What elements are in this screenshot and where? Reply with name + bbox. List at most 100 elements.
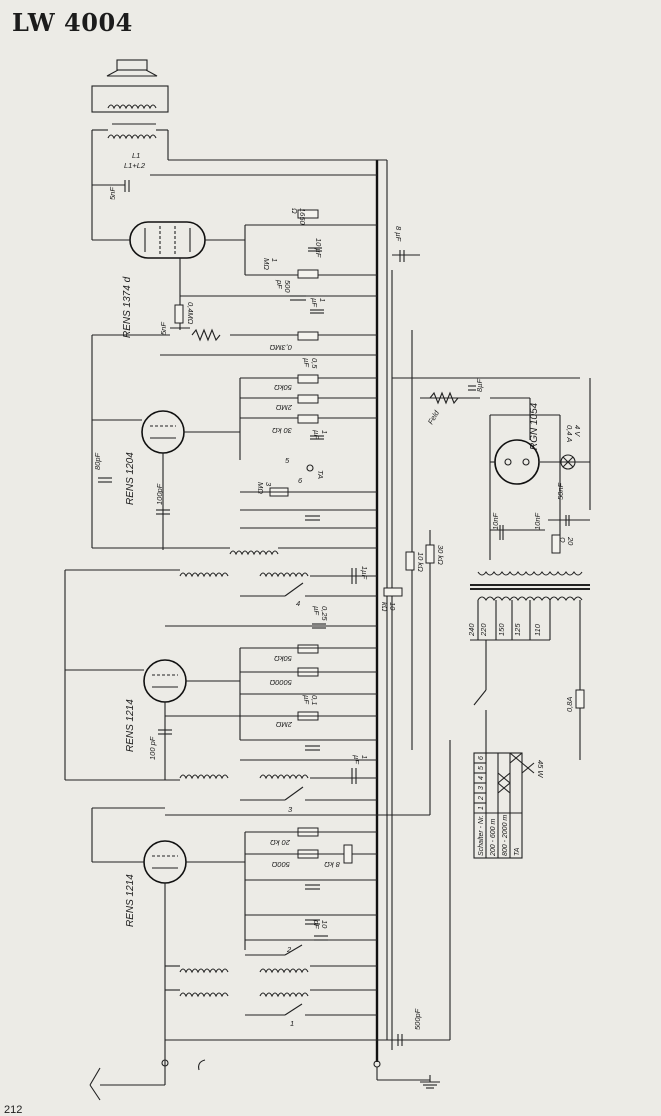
schematic-line [259, 992, 309, 997]
schematic-line [429, 391, 459, 405]
schematic-line [179, 774, 229, 779]
schematic-line: 0,5 [310, 358, 319, 369]
schematic-line [284, 786, 304, 801]
label-components-r_1M_a: 1MΩ [262, 258, 279, 270]
label-components-c_1uF_b: 1µF [312, 430, 329, 439]
label-components-c_500pF_b: 500pF [413, 1008, 422, 1030]
schematic-line [497, 752, 535, 794]
label-components-sw_5: 5 [285, 456, 290, 465]
schematic-line [179, 992, 229, 997]
schematic-line: 4 V [573, 425, 582, 437]
label-components-c_10nF_b: 10nF [533, 512, 542, 530]
label-components-c_1uF_c: 1µF [360, 566, 369, 579]
schematic-line [297, 269, 319, 279]
label-components-r_10k_b: 10 kΩ [416, 552, 425, 572]
label-components-pilot: 4 V0,4 A [565, 425, 582, 442]
label-components-c_8uF_top: 8 µF [394, 226, 403, 242]
tube-rens1214-mid [143, 659, 187, 703]
schematic-line [259, 774, 309, 779]
schematic-line [116, 59, 148, 71]
schematic-line [174, 304, 184, 324]
schematic-line [107, 134, 157, 139]
pilot-lamp-icon [560, 454, 576, 470]
schematic-line [477, 596, 583, 601]
schematic-line [306, 464, 314, 472]
schematic-line: 20 [566, 536, 575, 546]
schematic-line [284, 944, 303, 956]
label-components-r_20: 20Ω [558, 536, 575, 546]
schematic-line [473, 689, 487, 706]
schematic-line [562, 456, 574, 468]
switch-mark [509, 752, 523, 764]
schematic-line [297, 414, 319, 424]
label-switch_table-rows-1-label: 800 - 2000 m [502, 815, 509, 856]
label-components-c_100pF_b: 100 pF [148, 736, 157, 760]
label-components-r_04M: 0,4MΩ [186, 302, 195, 325]
schematic-line [106, 69, 158, 77]
label-components-r_1650: 1650Ω [290, 208, 307, 226]
schematic-line: pF [312, 919, 321, 929]
label-components-c_1uF_a: 1µF [310, 298, 327, 307]
label-components-r_3M: 3MΩ [256, 482, 273, 494]
label-components-r_50k_a: 50kΩ [274, 383, 292, 392]
label-components-sw_1: 1 [290, 1019, 294, 1028]
schematic-line: µF [352, 755, 361, 764]
schematic-line [405, 551, 415, 571]
schematic-line [259, 572, 309, 577]
switch-mark [497, 782, 511, 794]
label-switch_table-cols-4: 5 [478, 766, 485, 770]
label-components-c_5nF_mid: 5nF [159, 322, 168, 335]
schematic-line: 1 [318, 298, 327, 302]
model-title: LW 4004 [12, 8, 133, 37]
label-switch_table-cols-5: 6 [478, 756, 485, 760]
label-components-c_1uF_d: 1µF [352, 755, 369, 764]
schematic-line [107, 104, 157, 109]
schematic-line: 3 [264, 482, 273, 487]
label-switch_table-header: Schalter - Nr. [478, 815, 485, 856]
label-components-c_01uF: 0,1µF [302, 695, 319, 705]
label-tubes-4: RGN 1054 [529, 402, 540, 450]
label-components-c_80pF: 80pF [93, 452, 102, 470]
schematic-line [551, 534, 561, 554]
schematic-line [191, 328, 221, 342]
label-components-r_500: 500Ω [271, 860, 290, 869]
label-switch_table-cols-3: 4 [478, 776, 485, 780]
label-components-r_03M: 0,3MΩ [269, 343, 292, 352]
schematic-line: 0,1 [310, 695, 319, 705]
label-components-r_50k_b: 50kΩ [274, 654, 292, 663]
label-components-r_2M_a: 2MΩ [276, 403, 293, 412]
page-number: 212 [4, 1104, 23, 1116]
label-components-r_10k_a: 10kΩ [380, 602, 397, 612]
schematic-line [383, 587, 403, 597]
schematic-line: µF [302, 695, 311, 704]
schematic-line: kΩ [380, 602, 389, 612]
schematic-line: 1 [360, 755, 369, 759]
label-switch_table-cols-2: 3 [478, 786, 485, 790]
label-components-r_5000: 5000Ω [269, 678, 292, 687]
schematic-line [504, 458, 512, 466]
schematic-line [522, 458, 530, 466]
schematic-line: pF [275, 279, 284, 289]
label-components-fuse: 0,8A [565, 697, 574, 712]
schematic-line [297, 374, 319, 384]
schematic-line: L1 [132, 151, 140, 160]
schematic-line: MΩ [256, 482, 265, 494]
schematic-line [284, 1003, 303, 1016]
schematic-line: Ω [290, 208, 299, 214]
label-components-r_30k_a: 30 kΩ [272, 426, 292, 435]
schematic-line [425, 544, 435, 564]
label-components-sw_6: 6 [298, 476, 303, 485]
label-components-r_20k: 20 kΩ [270, 838, 291, 847]
label-components-r_8k: 8 kΩ [324, 860, 340, 869]
schematic-line: 500 [283, 280, 292, 293]
schematic-line: 10 [320, 920, 329, 929]
schematic-line [89, 1067, 101, 1086]
label-components-c_10nF_a: 10nF [491, 512, 500, 530]
schematic-line [477, 571, 583, 576]
label-components-c_50nF: 50nF [556, 482, 565, 500]
schematic-line [198, 1059, 206, 1071]
label-components-taps-3: 125 [513, 623, 522, 636]
switch-table: Schalter - Nr. 1 2 3 4 5 6 200 - 600 m 8… [473, 752, 535, 859]
schematic-line [259, 968, 309, 973]
